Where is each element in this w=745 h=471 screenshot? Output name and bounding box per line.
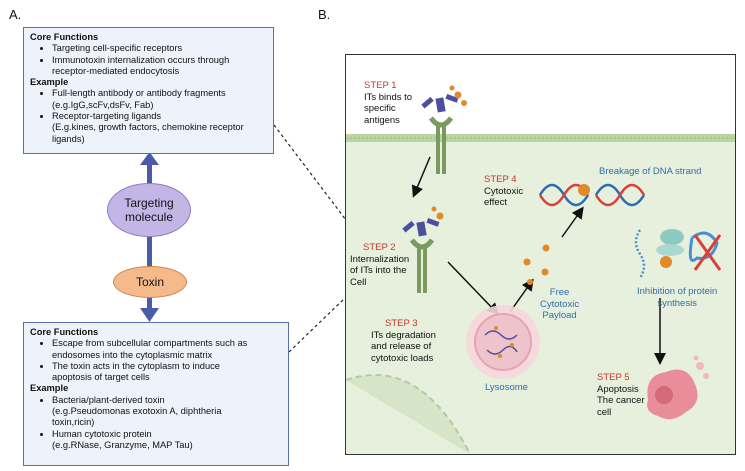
targeting-info-box: Core Functions Targeting cell-specific r… bbox=[23, 27, 274, 154]
arrow-step2-step3 bbox=[447, 261, 500, 316]
core-item: Targeting cell-specific receptors bbox=[52, 43, 267, 54]
core-item: The toxin acts in the cytoplasm to induc… bbox=[52, 361, 282, 384]
example-heading: Example bbox=[30, 77, 69, 88]
nucleus-edge bbox=[345, 373, 471, 455]
core-item: Escape from subcellular compartments suc… bbox=[52, 338, 282, 361]
panel-a-label: A. bbox=[9, 7, 22, 22]
step4-label: STEP 4 Cytotoxic effect bbox=[484, 174, 524, 208]
example-item: Full-length antibody or antibody fragmen… bbox=[52, 88, 267, 111]
panel-b-label: B. bbox=[318, 7, 331, 22]
cell-membrane bbox=[346, 134, 735, 142]
example-item: Human cytotoxic protein(e.g.RNase, Granz… bbox=[52, 429, 282, 452]
dna-breakage-label: Breakage of DNA strand bbox=[599, 166, 702, 177]
callout-line-bottom bbox=[288, 296, 347, 353]
step2-label: STEP 2 Internalization of ITs into the C… bbox=[350, 242, 410, 288]
toxin-info-box: Core Functions Escape from subcellular c… bbox=[23, 322, 289, 466]
receptor-antibody-1-icon bbox=[421, 85, 467, 174]
step1-label: STEP 1 ITs binds to specific antigens bbox=[364, 80, 413, 126]
free-payload-icon bbox=[523, 244, 550, 285]
free-payload-label: Free Cytotoxic Payload bbox=[540, 287, 580, 321]
lysosome-label: Lysosome bbox=[485, 382, 528, 393]
arrow-step1-step2 bbox=[411, 156, 431, 198]
core-functions-heading: Core Functions bbox=[30, 32, 99, 42]
core-functions-heading: Core Functions bbox=[30, 327, 99, 337]
lysosome-icon bbox=[466, 305, 540, 379]
apoptotic-cell-icon bbox=[647, 355, 709, 420]
step3-label: STEP 3 ITs degradation and release of cy… bbox=[371, 318, 436, 364]
targeting-molecule-node: Targeting molecule bbox=[107, 183, 191, 237]
step5-label: STEP 5 Apoptosis The cancer cell bbox=[597, 372, 645, 418]
ribosome-icon bbox=[634, 229, 722, 279]
vertical-connector bbox=[140, 152, 159, 322]
arrow-payload-dna bbox=[561, 206, 584, 238]
example-item: Receptor-targeting ligands(E.g.kines, gr… bbox=[52, 111, 267, 145]
receptor-antibody-2-icon bbox=[402, 206, 444, 293]
example-item: Bacteria/plant-derived toxin(e.g.Pseudom… bbox=[52, 395, 282, 429]
core-item: Immunotoxin internalization occurs throu… bbox=[52, 55, 267, 78]
example-heading: Example bbox=[30, 383, 69, 394]
toxin-node: Toxin bbox=[113, 266, 187, 298]
callout-line-top bbox=[273, 124, 347, 221]
dna-strand-icon bbox=[538, 183, 646, 207]
protein-synthesis-label: Inhibition of protein synthesis bbox=[637, 286, 718, 309]
